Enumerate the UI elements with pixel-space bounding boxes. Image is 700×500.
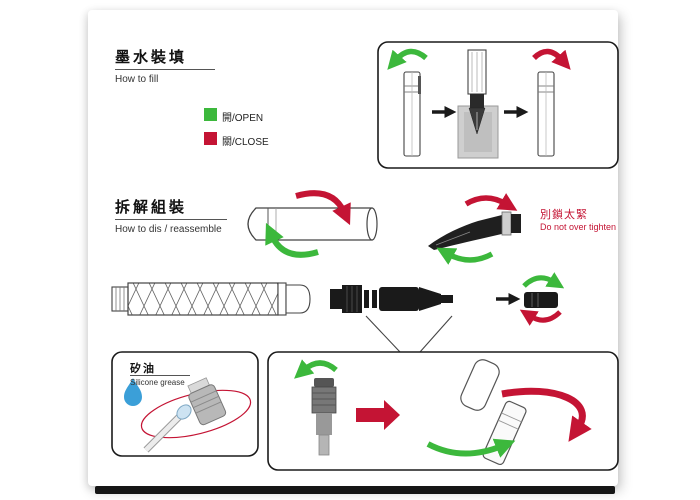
close-color-swatch [204, 132, 217, 145]
callout-pointer [365, 315, 453, 353]
fill-steps-panel [377, 41, 619, 169]
next-arrow-icon [356, 400, 400, 430]
rotate-arrow-green-icon [522, 272, 565, 289]
rotate-arrow-green-icon [436, 247, 494, 265]
fill-section-subtitle: How to fill [115, 74, 159, 85]
end-knob-illustration [496, 272, 565, 326]
rotate-arrow-green-icon [265, 222, 319, 258]
overtighten-warning-zh: 別鎖太緊 [540, 209, 588, 221]
open-color-swatch [204, 108, 217, 121]
rotate-arrow-green-icon [387, 48, 428, 70]
cotton-swab [143, 404, 192, 453]
barrel-illustration [111, 282, 311, 316]
rotate-arrow-red-icon [295, 190, 351, 226]
silicone-label-en: Silicone grease [130, 378, 185, 387]
pen-close-step [532, 48, 571, 157]
converter-detail-panel [267, 351, 619, 471]
silicone-label-zh: 矽油 [130, 363, 156, 375]
rotate-arrow-red-icon [519, 309, 562, 326]
disassemble-section-subtitle: How to dis / reassemble [115, 224, 222, 235]
pen-open-step [387, 48, 428, 157]
open-legend-label: 開/OPEN [222, 113, 264, 124]
overtighten-warning-en: Do not over tighten [540, 222, 617, 232]
silicone-panel [111, 351, 259, 457]
rotate-arrow-green-icon [426, 438, 516, 458]
cap-rotation-illustration [247, 190, 378, 258]
grease-drop-icon [124, 378, 142, 406]
disassemble-section-title: 拆解組裝 [115, 199, 188, 216]
converter-illustration [330, 285, 453, 313]
rotate-arrow-green-icon [294, 359, 338, 379]
silicone-label-rule [130, 375, 190, 376]
piston-part [187, 377, 227, 426]
pen-filling-step [457, 49, 499, 159]
rotate-arrow-red-icon [464, 193, 518, 211]
pen-in-hand [426, 359, 592, 466]
converter-upright [311, 378, 337, 456]
disassemble-title-rule [115, 219, 227, 220]
close-legend-label: 關/CLOSE [222, 137, 269, 148]
fill-section-title: 墨水裝填 [115, 49, 188, 66]
fill-title-rule [115, 69, 215, 70]
page-bottom-edge [95, 486, 615, 494]
rotate-arrow-red-icon [532, 48, 571, 70]
nib-section-illustration [428, 193, 521, 265]
rotate-arrow-red-icon [501, 387, 592, 442]
